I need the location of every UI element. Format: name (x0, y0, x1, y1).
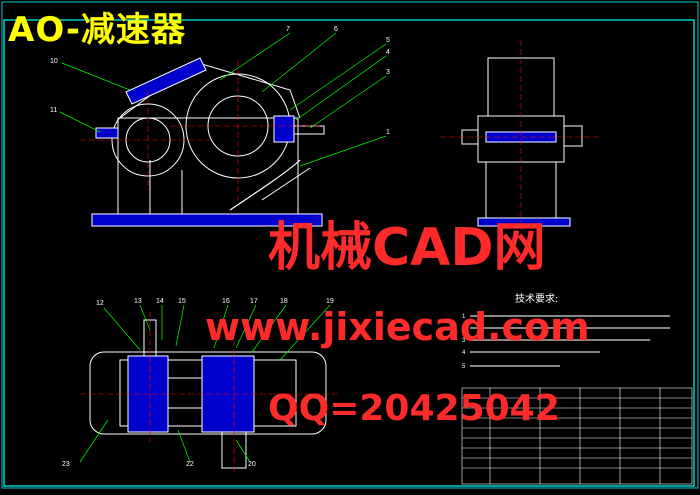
side-base (477, 217, 571, 227)
callout: 17 (250, 298, 258, 305)
leader-lines (59, 32, 387, 463)
side-shaft-right (563, 125, 583, 147)
bearing-cap (273, 115, 295, 143)
callout: 7 (286, 26, 290, 33)
inspection-cover (125, 57, 207, 105)
left-shaft (95, 127, 119, 139)
callout: 4 (386, 49, 390, 56)
gear-mesh (167, 377, 203, 409)
tech-item-number: 1 (462, 314, 466, 320)
callout: 10 (50, 58, 58, 65)
center-lines-front (80, 60, 320, 200)
callout: 16 (222, 298, 230, 305)
callout: 5 (386, 37, 390, 44)
callout: 15 (178, 298, 186, 305)
callout: 14 (156, 298, 164, 305)
callout: 3 (386, 69, 390, 76)
title-block (461, 387, 693, 485)
tech-item-number: 2 (462, 326, 466, 332)
callout: 12 (96, 300, 104, 307)
callout: 23 (62, 461, 70, 468)
front-view (91, 57, 325, 227)
center-lines-side (440, 40, 600, 230)
housing-body (117, 117, 299, 215)
watermark-url: www.jixiecad.com (205, 305, 590, 349)
tech-item-number: 4 (462, 350, 466, 356)
input-shaft (143, 319, 157, 357)
tech-item-number: 3 (462, 338, 466, 344)
callout-labels: 10 11 7 6 5 4 3 1 12 13 14 15 16 17 18 1… (50, 26, 390, 468)
callout: 18 (280, 298, 288, 305)
dipstick (261, 167, 311, 201)
callout: 20 (248, 461, 256, 468)
center-lines-plan (80, 312, 340, 474)
callout: 6 (334, 26, 338, 33)
callout: 19 (326, 298, 334, 305)
callout: 11 (50, 107, 57, 114)
tech-item-number: 5 (462, 364, 466, 370)
side-view (461, 57, 583, 227)
tech-note-numbers: 1 2 3 4 5 (462, 314, 466, 370)
callout: 13 (134, 298, 142, 305)
tech-notes (470, 315, 670, 367)
watermark-site-name: 机械CAD网 (268, 218, 546, 278)
plan-outline (89, 351, 327, 435)
callout: 22 (186, 461, 194, 468)
oil-level (229, 159, 301, 211)
tech-requirements-title: 技术要求: (515, 294, 559, 305)
watermark-qq: QQ=20425042 (268, 388, 560, 429)
callout: 1 (386, 129, 390, 136)
drawing-border (3, 19, 695, 487)
page-title: AO-减速器 (8, 10, 186, 50)
